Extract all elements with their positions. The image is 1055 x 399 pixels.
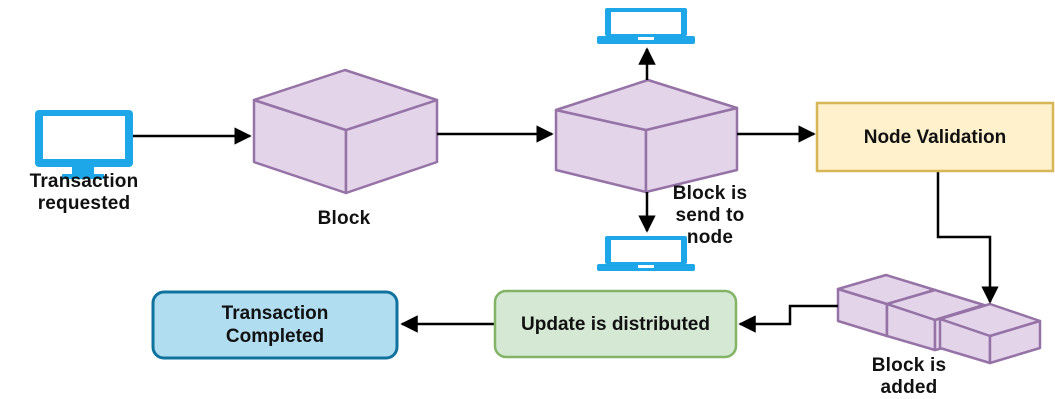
node-validation-text: Node Validation [863,126,1007,148]
node-validation-box [815,101,1055,173]
transaction-completed-label: Transaction Completed [185,292,365,358]
block-label: Block [317,208,371,229]
monitor-icon [35,110,133,179]
laptop-icon [597,236,695,271]
chain-blocks-icon [836,273,1042,365]
flow-arrows [133,47,999,333]
transaction-completed-text: Transaction Completed [221,303,329,347]
transaction-requested-label: Transaction requested [29,171,139,214]
block-added-label: Block is added [871,355,947,398]
cube-icon [554,78,739,194]
cube-icon [252,68,439,195]
laptop-icon [597,8,695,44]
update-distributed-text: Update is distributed [521,313,710,335]
block-send-to-node-label: Block is send to node [672,183,748,248]
node-validation-label: Node Validation [817,103,1053,171]
transaction-completed-box [151,290,399,360]
update-distributed-box [493,289,738,359]
update-distributed-label: Update is distributed [520,291,711,357]
